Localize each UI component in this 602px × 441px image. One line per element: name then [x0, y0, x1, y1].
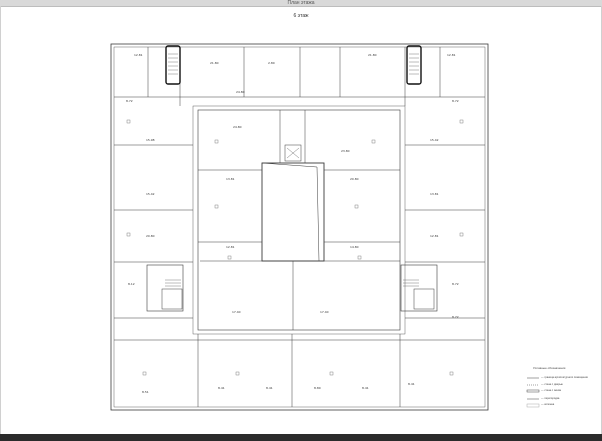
document-title: План этажа — [287, 0, 315, 6]
room-label: 17.40 — [232, 310, 241, 314]
legend-item: — граница архитектурного помещения — [541, 376, 588, 379]
room-label: 8.72 — [452, 99, 459, 103]
room-label: 8.72 — [452, 315, 459, 319]
room-label: 8.41 — [362, 386, 369, 390]
room-label: 21.80 — [210, 61, 219, 65]
atrium — [261, 162, 325, 262]
outer-wall — [110, 43, 489, 411]
room-label: 20.80 — [146, 234, 155, 238]
legend-title: Условные обозначения — [533, 366, 566, 370]
legend-item: — колонна — [541, 403, 555, 406]
legend-item: — перегородка — [541, 397, 560, 400]
room-label: 12.81 — [134, 53, 143, 57]
room-label: 15.42 — [146, 192, 155, 196]
room-label: 23.80 — [341, 149, 350, 153]
floor-label: 6 этаж — [293, 13, 309, 19]
room-label: 13.81 — [226, 177, 235, 181]
corridor-outer — [192, 105, 406, 335]
room-label: 12.81 — [447, 53, 456, 57]
center-lift — [284, 144, 302, 162]
room-label: 15.98 — [146, 138, 155, 142]
room-label: 8.72 — [126, 99, 133, 103]
legend-item: — стена с окном — [541, 389, 562, 392]
room-label: 12.81 — [430, 234, 439, 238]
room-label: 13.81 — [430, 192, 439, 196]
room-label: 21.80 — [368, 53, 377, 57]
room-label: 8.41 — [266, 386, 273, 390]
room-label: 8.12 — [128, 282, 135, 286]
room-label: 24.80 — [236, 90, 245, 94]
right-core — [400, 264, 438, 312]
bottom-bar — [0, 434, 602, 441]
room-label: 14.80 — [350, 245, 359, 249]
room-label: 8.80 — [314, 386, 321, 390]
outer-wall-inner — [113, 46, 486, 408]
corridor-ring — [197, 109, 401, 331]
room-label: 8.41 — [408, 382, 415, 386]
room-label: 12.81 — [226, 245, 235, 249]
title-bar — [0, 0, 602, 7]
stair-right-top — [406, 45, 422, 85]
room-label: 20.80 — [350, 177, 359, 181]
room-label: 15.42 — [430, 138, 439, 142]
legend-symbols — [526, 377, 540, 408]
room-label: 17.40 — [320, 310, 329, 314]
stair-left-top — [165, 45, 181, 85]
room-label: 2.80 — [268, 61, 275, 65]
room-label: 8.72 — [452, 282, 459, 286]
room-label: 8.41 — [218, 386, 225, 390]
legend-item: — стена с дверью — [541, 383, 563, 386]
room-label: 24.80 — [233, 125, 242, 129]
left-core — [146, 264, 184, 312]
room-label: 8.51 — [142, 390, 149, 394]
